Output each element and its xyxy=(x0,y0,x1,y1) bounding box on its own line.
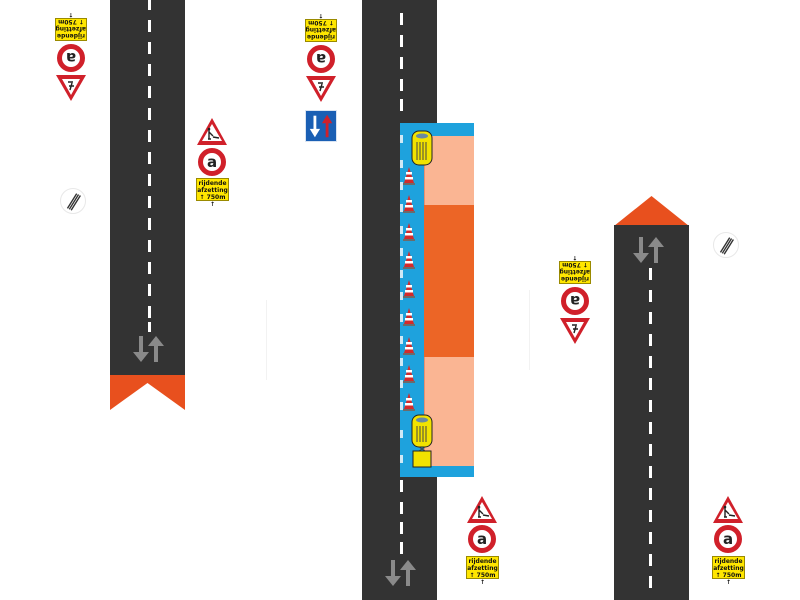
traffic-cone-icon xyxy=(403,393,415,411)
panel-line-2: afzetting xyxy=(467,565,498,572)
text-panel-sign: rijdende afzetting ↑ 750m ↑ xyxy=(466,556,499,586)
lane-letter: a xyxy=(206,153,218,171)
lane-letter: a xyxy=(315,50,327,68)
road-1-direction-arrows-icon xyxy=(133,336,164,362)
lane-a-sign: a xyxy=(198,148,226,176)
roadworks-warning-sign-icon xyxy=(467,496,497,523)
guide-line xyxy=(529,290,530,370)
traffic-cone-icon xyxy=(403,195,415,213)
arrow-board-vehicle-top-icon xyxy=(411,130,433,166)
panel-line-3: ↑ 750m ↑ xyxy=(715,572,742,586)
text-panel-sign: rijdende afzetting ↑ 750m ↑ xyxy=(559,254,591,284)
lane-a-sign: a xyxy=(57,44,85,72)
work-zone-active-area xyxy=(424,205,474,357)
panel-line-3: ↑ 750m ↑ xyxy=(562,254,588,268)
traffic-cone-icon xyxy=(403,308,415,326)
lane-letter: a xyxy=(65,49,77,67)
yield-roadworks-sign-icon xyxy=(306,76,336,102)
roadworks-warning-sign-icon xyxy=(713,496,743,523)
guide-line xyxy=(266,300,267,380)
lane-a-sign: a xyxy=(714,525,742,553)
panel-line-1: rijdende xyxy=(468,558,497,565)
lane-a-sign: a xyxy=(307,45,335,73)
road-1 xyxy=(110,0,185,376)
panel-line-3: ↑ 750m ↑ xyxy=(58,11,84,25)
yield-roadworks-sign-icon xyxy=(560,318,590,344)
arrow-board-vehicle-bottom-icon xyxy=(411,414,433,468)
panel-line-2: afzetting xyxy=(559,268,590,275)
panel-line-1: rijdende xyxy=(560,275,590,282)
panel-line-3: ↑ 750m ↑ xyxy=(308,12,334,26)
text-panel-sign: rijdende afzetting ↑ 750m ↑ xyxy=(305,12,337,42)
lane-a-sign: a xyxy=(468,525,496,553)
yield-roadworks-sign-icon xyxy=(56,75,86,101)
traffic-cone-icon xyxy=(403,223,415,241)
end-of-restrictions-sign-icon xyxy=(60,188,86,214)
panel-line-1: rijdende xyxy=(198,180,227,187)
lane-letter: a xyxy=(476,530,488,548)
panel-line-2: afzetting xyxy=(305,26,336,33)
lane-letter: a xyxy=(569,292,581,310)
end-of-restrictions-sign-icon xyxy=(713,232,739,258)
traffic-cone-icon xyxy=(403,337,415,355)
priority-oncoming-traffic-sign-icon xyxy=(305,110,337,142)
lane-a-sign: a xyxy=(561,287,589,315)
panel-line-2: afzetting xyxy=(713,565,744,572)
panel-line-1: rijdende xyxy=(56,32,86,39)
panel-line-1: rijdende xyxy=(306,33,336,40)
text-panel-sign: rijdende afzetting ↑ 750m ↑ xyxy=(196,178,229,208)
traffic-cone-icon xyxy=(403,251,415,269)
panel-line-1: rijdende xyxy=(714,558,743,565)
text-panel-sign: rijdende afzetting ↑ 750m ↑ xyxy=(55,11,87,41)
roadworks-warning-sign-icon xyxy=(197,118,227,145)
lane-letter: a xyxy=(722,530,734,548)
panel-line-3: ↑ 750m ↑ xyxy=(199,194,226,208)
road-3-direction-arrows-icon xyxy=(633,237,664,263)
text-panel-sign: rijdende afzetting ↑ 750m ↑ xyxy=(712,556,745,586)
traffic-cone-icon xyxy=(403,167,415,185)
road-2-direction-arrows-icon xyxy=(385,560,416,586)
panel-line-3: ↑ 750m ↑ xyxy=(469,572,496,586)
road-3-end-triangle xyxy=(614,196,689,226)
panel-line-2: afzetting xyxy=(197,187,228,194)
road-1-end-chevron xyxy=(110,375,185,410)
traffic-cone-icon xyxy=(403,280,415,298)
panel-line-2: afzetting xyxy=(55,25,86,32)
traffic-cone-icon xyxy=(403,365,415,383)
